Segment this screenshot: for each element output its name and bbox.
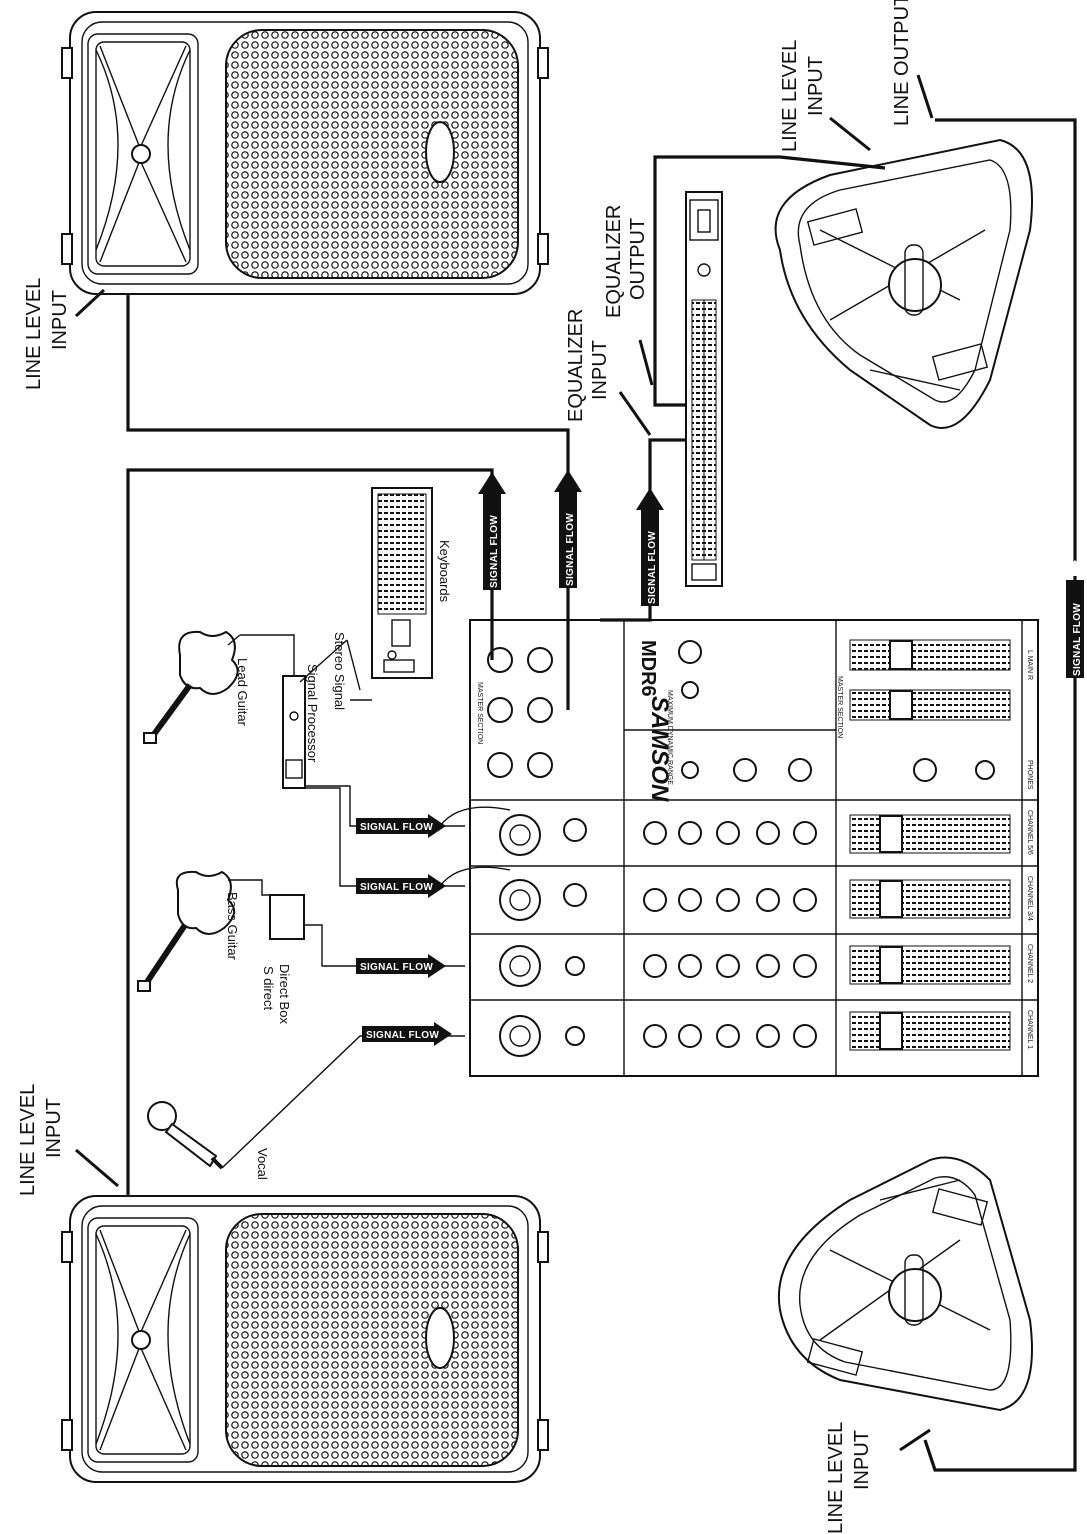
bottom-speaker-grille (225, 1213, 519, 1467)
cable-processor-mixer-b (305, 787, 465, 887)
label-bottom-monitor-input: INPUT (851, 1430, 873, 1490)
signal-flow-badge-1: SIGNAL FLOW (478, 472, 506, 590)
lead-guitar-instrument (143, 630, 241, 744)
top-speaker-badge (425, 121, 455, 183)
channel-1-label: CHANNEL 1 (1026, 1010, 1033, 1049)
signal-flow-badge-4: SIGNAL FLOW (1061, 560, 1087, 678)
mixer-jacks (487, 647, 587, 1057)
mixer-brand: SAMSON (646, 696, 673, 802)
label-bottom-speaker-line-level: LINE LEVEL (17, 1084, 39, 1196)
label-keyboards: Keyboards (437, 540, 452, 603)
label-top-speaker-input: INPUT (49, 290, 71, 350)
bottom-main-speaker (61, 1195, 549, 1483)
channel-2-label: CHANNEL 2 (1026, 944, 1033, 983)
signal-flow-text-6: SIGNAL FLOW (360, 882, 433, 893)
signal-flow-text-3: SIGNAL FLOW (647, 531, 658, 604)
label-bottom-speaker-input: INPUT (43, 1098, 65, 1158)
label-lead-guitar: Lead Guitar (235, 658, 250, 727)
label-signal-processor: Signal Processor (305, 664, 320, 763)
label-bass-guitar: Bass Guitar (225, 892, 240, 961)
signal-flow-badge-5: SIGNAL FLOW (356, 814, 446, 838)
label-equalizer-input-1: EQUALIZER (565, 309, 587, 422)
signal-flow-badges: SIGNAL FLOW SIGNAL FLOW SIGNAL FLOW SIGN… (356, 470, 1087, 1046)
label-stereo-signal: Stereo Signal (332, 632, 347, 710)
master-section-left: MASTER SECTION (476, 682, 483, 744)
mixer-tagline: MAXIMUM DYNAMIC RANGE (666, 690, 673, 785)
signal-flow-badge-3: SIGNAL FLOW (636, 488, 664, 606)
signal-flow-text-4: SIGNAL FLOW (1072, 603, 1083, 676)
mixer-faders (849, 639, 1011, 1051)
channel-56-label: CHANNEL 5/6 (1026, 810, 1033, 855)
signal-flow-text-2: SIGNAL FLOW (565, 513, 576, 586)
top-speaker-grille (225, 29, 519, 279)
main-mix-label: L MAIN R (1026, 650, 1033, 680)
top-main-speaker (61, 11, 549, 295)
signal-flow-text-8: SIGNAL FLOW (366, 1030, 439, 1041)
label-direct-box: Direct Box (277, 964, 292, 1024)
bass-guitar-instrument (137, 870, 235, 992)
signal-flow-text-1: SIGNAL FLOW (489, 515, 500, 588)
labels: LINE LEVEL INPUT LINE LEVEL INPUT LINE L… (17, 0, 913, 1534)
signal-flow-badge-7: SIGNAL FLOW (356, 954, 446, 978)
label-equalizer-input-2: INPUT (589, 340, 611, 400)
label-s-direct: S direct (261, 966, 276, 1010)
cable-bass (228, 879, 270, 896)
label-equalizer-output-1: EQUALIZER (603, 205, 625, 318)
direct-box (269, 894, 305, 940)
label-pointers (74, 74, 934, 1452)
signal-flow-badge-2: SIGNAL FLOW (554, 470, 582, 588)
channel-34-label: CHANNEL 3/4 (1026, 876, 1033, 921)
phones-label: PHONES (1026, 760, 1033, 790)
cable-equalizer-output (653, 155, 886, 407)
microphone (147, 1101, 224, 1170)
bottom-speaker-badge (425, 1307, 455, 1369)
keyboard-instrument (371, 487, 433, 679)
bottom-monitor-wedge (777, 1156, 1033, 1412)
top-monitor-wedge (774, 138, 1033, 429)
label-equalizer-output-2: OUTPUT (627, 218, 649, 300)
master-section-right: MASTER SECTION (836, 676, 843, 738)
mixer-knobs (643, 640, 995, 1048)
signal-flow-text-7: SIGNAL FLOW (360, 962, 433, 973)
label-line-output: LINE OUTPUT (891, 0, 913, 126)
mixer-console: SAMSON MDR6 MAXIMUM DYNAMIC RANGE MASTER… (469, 619, 1039, 1077)
cable-monitor-link (923, 118, 1077, 1472)
stereo-signal-pointer (299, 639, 361, 691)
label-bottom-monitor-line-level: LINE LEVEL (825, 1422, 847, 1534)
mixer-model: MDR6 (637, 640, 659, 697)
signal-flow-text-5: SIGNAL FLOW (360, 822, 433, 833)
label-top-monitor-line-level: LINE LEVEL (779, 40, 801, 152)
label-top-speaker-line-level: LINE LEVEL (23, 278, 45, 390)
label-top-monitor-input: INPUT (805, 56, 827, 116)
cable-lead-guitar (240, 634, 295, 676)
label-vocal: Vocal (255, 1148, 270, 1180)
signal-flow-badge-8: SIGNAL FLOW (362, 1022, 452, 1046)
graphic-equalizer (685, 191, 723, 587)
top-speaker-horn (87, 33, 199, 275)
bottom-speaker-horn (87, 1217, 199, 1463)
signal-flow-badge-6: SIGNAL FLOW (356, 874, 446, 898)
cable-crossings (439, 806, 511, 887)
